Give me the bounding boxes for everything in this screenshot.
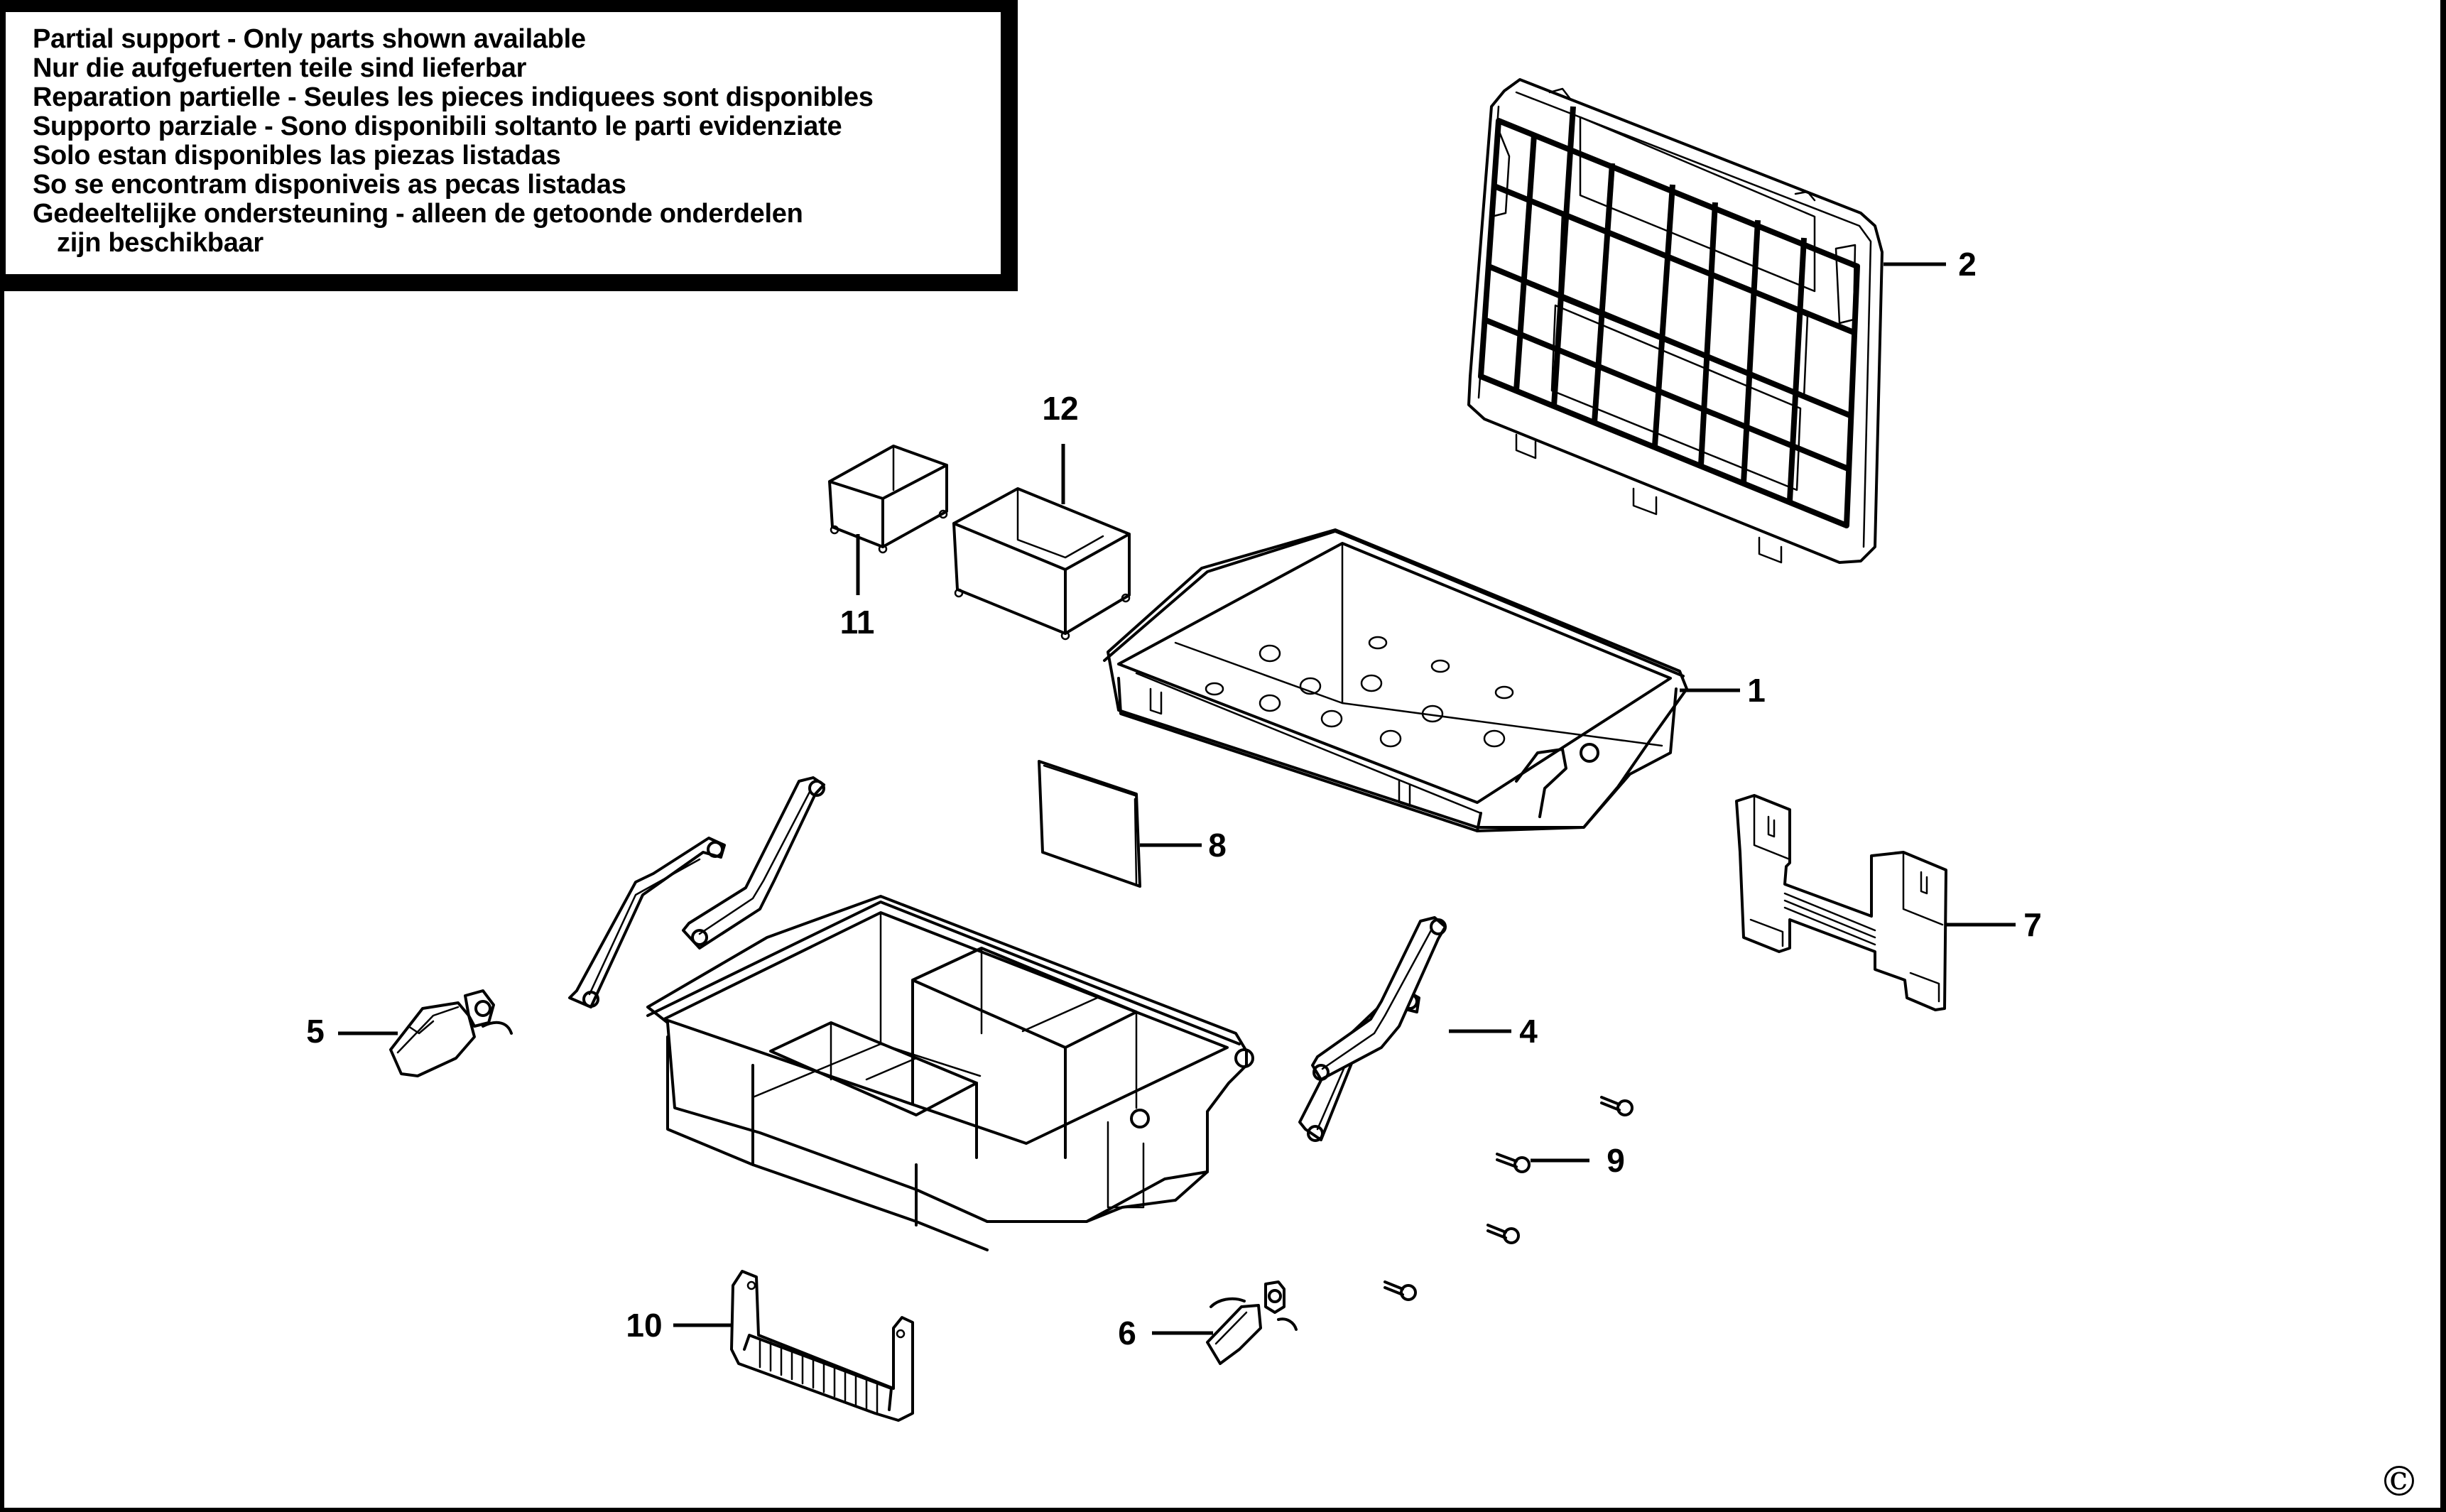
callout-7: 7 xyxy=(2023,906,2042,943)
left-arms[interactable] xyxy=(568,776,825,1008)
notice-line-en: Partial support - Only parts shown avail… xyxy=(33,24,586,54)
arm-part-4[interactable] xyxy=(1298,916,1447,1142)
tray-floor-pegs xyxy=(1205,636,1514,748)
copyright-icon: © xyxy=(2379,1457,2420,1506)
notice-line-es: Solo estan disponibles las piezas listad… xyxy=(33,141,561,170)
callout-2: 2 xyxy=(1958,246,1977,283)
screw xyxy=(1384,1280,1417,1301)
callout-5: 5 xyxy=(306,1013,325,1050)
notice-line-nl-cont: zijn beschikbaar xyxy=(57,228,263,258)
screws-part-9[interactable] xyxy=(1384,1096,1634,1301)
handle-grip-ribs xyxy=(759,1337,879,1415)
callout-6: 6 xyxy=(1118,1315,1136,1351)
lid-part-2[interactable] xyxy=(1467,78,1884,564)
divider-part-8[interactable] xyxy=(1038,760,1141,888)
notice-line-pt: So se encontram disponiveis as pecas lis… xyxy=(33,170,626,200)
small-bin-part-11[interactable] xyxy=(828,445,948,554)
main-box[interactable] xyxy=(646,895,1254,1251)
handle-part-10[interactable] xyxy=(730,1270,914,1422)
screw xyxy=(1600,1096,1634,1116)
callout-12: 12 xyxy=(1042,390,1079,427)
tray-part-1[interactable] xyxy=(1103,528,1688,832)
callout-8: 8 xyxy=(1208,827,1227,864)
callout-9: 9 xyxy=(1607,1142,1625,1179)
latch-part-6[interactable] xyxy=(1206,1280,1298,1365)
large-bin-part-12[interactable] xyxy=(952,487,1131,641)
latch-part-5[interactable] xyxy=(389,989,513,1077)
screw xyxy=(1486,1224,1520,1244)
notice-line-fr: Reparation partielle - Seules les pieces… xyxy=(33,82,874,112)
callout-4: 4 xyxy=(1519,1013,1538,1050)
availability-notice: Partial support - Only parts shown avail… xyxy=(0,0,1018,291)
hinge-bracket-part-7[interactable] xyxy=(1735,794,1947,1011)
notice-line-de: Nur die aufgefuerten teile sind lieferba… xyxy=(33,53,527,83)
notice-line-nl: Gedeeltelijke ondersteuning - alleen de … xyxy=(33,199,803,229)
callout-10: 10 xyxy=(626,1307,663,1344)
callout-1: 1 xyxy=(1747,672,1766,709)
callout-11: 11 xyxy=(839,604,875,641)
screw xyxy=(1496,1153,1531,1173)
notice-line-it: Supporto parziale - Sono disponibili sol… xyxy=(33,112,842,141)
